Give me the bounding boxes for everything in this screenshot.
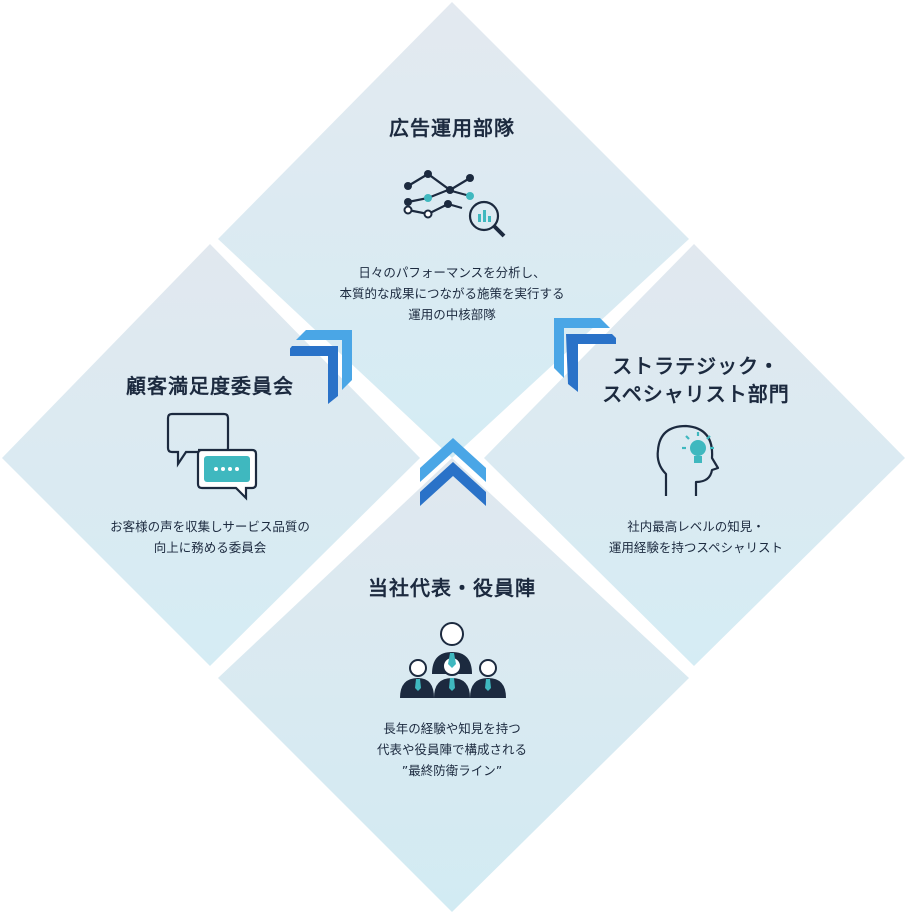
executive-team-icon — [400, 622, 506, 698]
head-lightbulb-icon — [656, 424, 720, 496]
right-desc-line-1: 社内最高レベルの知見・ — [627, 519, 765, 534]
chevron-left-arrow — [290, 330, 352, 404]
right-title-line-2: スペシャリスト部門 — [602, 382, 790, 406]
bottom-description: 長年の経験や知見を持つ 代表や役員陣で構成される ”最終防衛ライン” — [312, 718, 592, 781]
top-title: 広告運用部隊 — [389, 116, 515, 140]
bottom-desc-line-2: 代表や役員陣で構成される — [376, 742, 527, 757]
chevron-right-arrow — [554, 318, 616, 392]
top-desc-line-3: 運用の中核部隊 — [408, 307, 496, 322]
right-desc-line-2: 運用経験を持つスペシャリスト — [608, 540, 784, 555]
top-desc-line-1: 日々のパフォーマンスを分析し、 — [358, 265, 546, 280]
right-title: ストラテジック・ スペシャリスト部門 — [586, 352, 806, 408]
bottom-desc-line-1: 長年の経験や知見を持つ — [383, 721, 521, 736]
top-description: 日々のパフォーマンスを分析し、 本質的な成果につながる施策を実行する 運用の中核… — [302, 262, 602, 325]
left-desc-line-1: お客様の声を収集しサービス品質の — [110, 519, 310, 534]
right-title-line-1: ストラテジック・ — [612, 354, 780, 378]
left-desc-line-2: 向上に務める委員会 — [153, 540, 267, 555]
bottom-title: 当社代表・役員陣 — [368, 576, 536, 600]
top-desc-line-2: 本質的な成果につながる施策を実行する — [339, 286, 565, 301]
right-description: 社内最高レベルの知見・ 運用経験を持つスペシャリスト — [556, 516, 836, 558]
bottom-desc-line-3: ”最終防衛ライン” — [401, 763, 503, 778]
chevron-up-arrow — [420, 438, 486, 506]
left-title: 顧客満足度委員会 — [126, 374, 294, 398]
analytics-chart-magnifier-icon — [403, 170, 506, 238]
left-description: お客様の声を収集しサービス品質の 向上に務める委員会 — [70, 516, 350, 558]
chat-bubbles-icon — [166, 412, 258, 501]
